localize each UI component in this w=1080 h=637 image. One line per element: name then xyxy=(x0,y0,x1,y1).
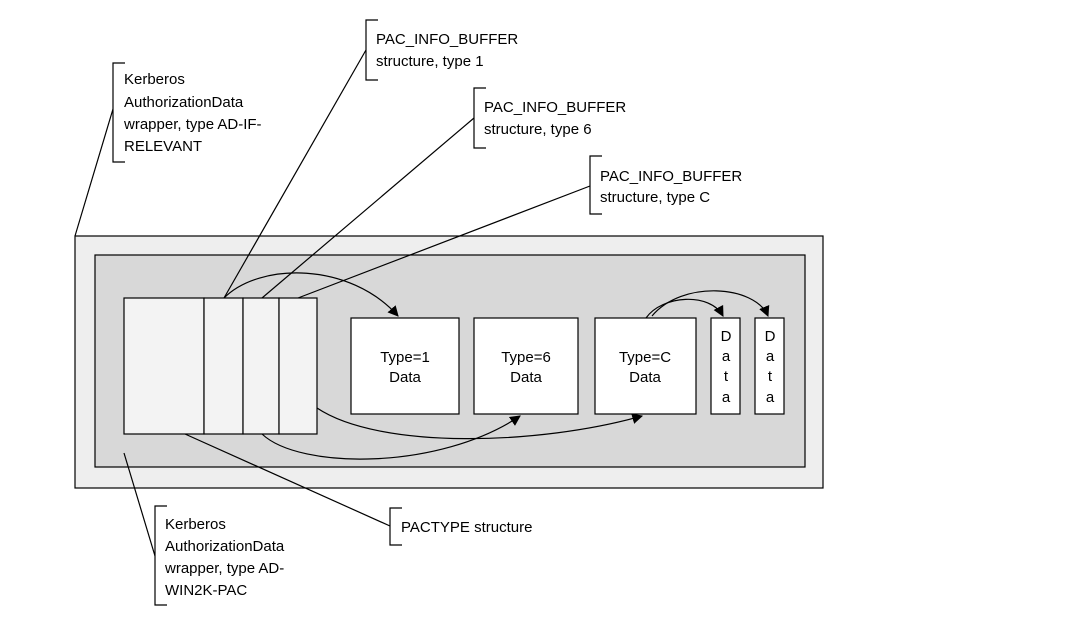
data-a-letter: a xyxy=(722,389,731,406)
pac-info-buffer-1 xyxy=(203,297,244,435)
arrow-buffer6-to-type6 xyxy=(261,415,521,460)
leader-ad-if-relevant xyxy=(74,108,114,237)
callout-pactype: PACTYPE structure xyxy=(401,519,532,536)
callout-line: Kerberos xyxy=(165,516,226,533)
callout-ad-if-relevant: Kerberos AuthorizationData wrapper, type… xyxy=(123,71,266,155)
callout-bracket-pac-info-type6 xyxy=(473,87,486,149)
type6-data-line: Type=6 xyxy=(501,349,551,366)
callout-line: PACTYPE structure xyxy=(401,519,532,536)
pactype-structure xyxy=(123,297,318,435)
arrow-buffer1-to-type1 xyxy=(223,272,399,317)
pac-info-buffer-c xyxy=(278,297,318,435)
leader-ad-win2k-pac xyxy=(123,452,156,557)
leader-pac-info-typec xyxy=(297,185,591,299)
callout-pac-info-type6: PAC_INFO_BUFFER structure, type 6 xyxy=(484,99,630,138)
callout-line: Kerberos xyxy=(124,71,185,88)
arrow-typec-to-data-b xyxy=(651,290,770,317)
data-a-letter: D xyxy=(721,328,732,345)
svg-text:Data: Data xyxy=(765,328,776,406)
callout-line: WIN2K-PAC xyxy=(165,582,247,599)
callout-pac-info-typec: PAC_INFO_BUFFER structure, type C xyxy=(600,168,746,206)
typeC-data-line: Data xyxy=(629,369,661,386)
leader-pac-info-type1 xyxy=(223,49,367,299)
callout-line: PAC_INFO_BUFFER xyxy=(600,168,742,185)
callout-line: wrapper, type AD-IF- xyxy=(123,116,262,133)
callout-line: PAC_INFO_BUFFER xyxy=(376,31,518,48)
arrow-bufferc-to-typec xyxy=(316,407,644,440)
callout-line: structure, type 6 xyxy=(484,121,592,138)
callout-line: PAC_INFO_BUFFER xyxy=(484,99,626,116)
callout-bracket-ad-win2k-pac xyxy=(154,505,167,606)
callout-line: wrapper, type AD- xyxy=(164,560,284,577)
callout-pac-info-type1: PAC_INFO_BUFFER structure, type 1 xyxy=(376,31,522,70)
callout-line: AuthorizationData xyxy=(124,94,244,111)
data-b-letter: t xyxy=(768,368,773,385)
data-a-letter: a xyxy=(722,348,731,365)
callout-ad-win2k-pac: Kerberos AuthorizationData wrapper, type… xyxy=(164,516,288,599)
callout-bracket-ad-if-relevant xyxy=(112,62,125,163)
arrow-typec-to-data-a xyxy=(645,298,724,319)
data-b-letter: a xyxy=(766,348,775,365)
callout-line: structure, type 1 xyxy=(376,53,484,70)
pac-info-buffer-6 xyxy=(242,297,280,435)
callout-line: RELEVANT xyxy=(124,138,202,155)
type1-data-line: Type=1 xyxy=(380,349,430,366)
type6-data-line: Data xyxy=(510,369,542,386)
leader-pac-info-type6 xyxy=(261,117,475,299)
svg-text:Data: Data xyxy=(721,328,732,406)
callout-bracket-pactype xyxy=(389,507,402,546)
type1-data-line: Data xyxy=(389,369,421,386)
callout-bracket-pac-info-type1 xyxy=(365,19,378,81)
callout-line: AuthorizationData xyxy=(165,538,285,555)
callout-bracket-pac-info-typec xyxy=(589,155,602,215)
typeC-data-box: Type=C Data xyxy=(594,317,697,415)
typeC-data-line: Type=C xyxy=(619,349,671,366)
data-b-letter: D xyxy=(765,328,776,345)
data-a-letter: t xyxy=(724,368,729,385)
data-b-letter: a xyxy=(766,389,775,406)
pactype-header xyxy=(123,297,205,435)
callout-line: structure, type C xyxy=(600,189,710,206)
leader-pactype xyxy=(184,433,391,527)
